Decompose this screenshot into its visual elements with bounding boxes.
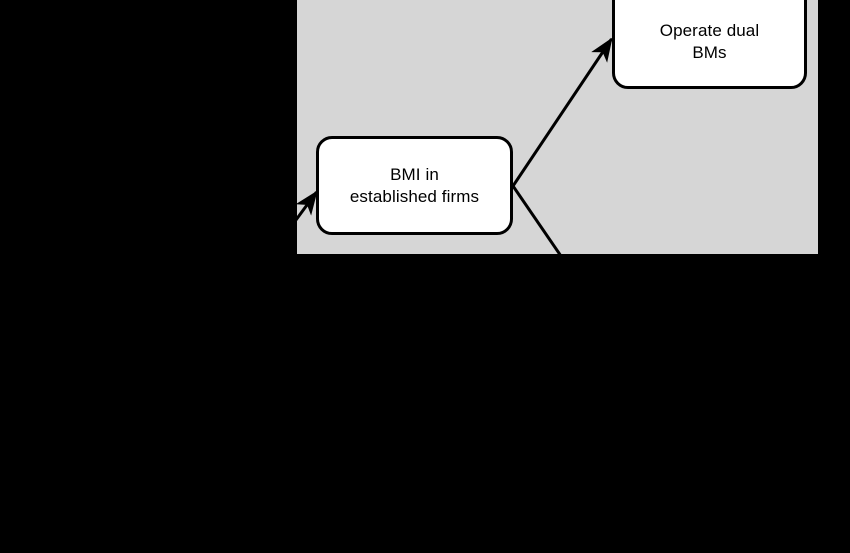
node-bmi-established-firms-label: BMI in established firms xyxy=(349,164,480,206)
node-bmi-established-firms[interactable]: BMI in established firms xyxy=(316,136,513,235)
node-operate-dual-bms-label: Operate dual BMs xyxy=(659,20,760,62)
connector-bmi-to-operate-dual-bms xyxy=(511,37,613,187)
connector-bmi-to-offpanel-bottom xyxy=(511,185,565,260)
node-operate-dual-bms[interactable]: Operate dual BMs xyxy=(612,0,807,89)
connector-inbound-to-bmi xyxy=(291,190,318,225)
